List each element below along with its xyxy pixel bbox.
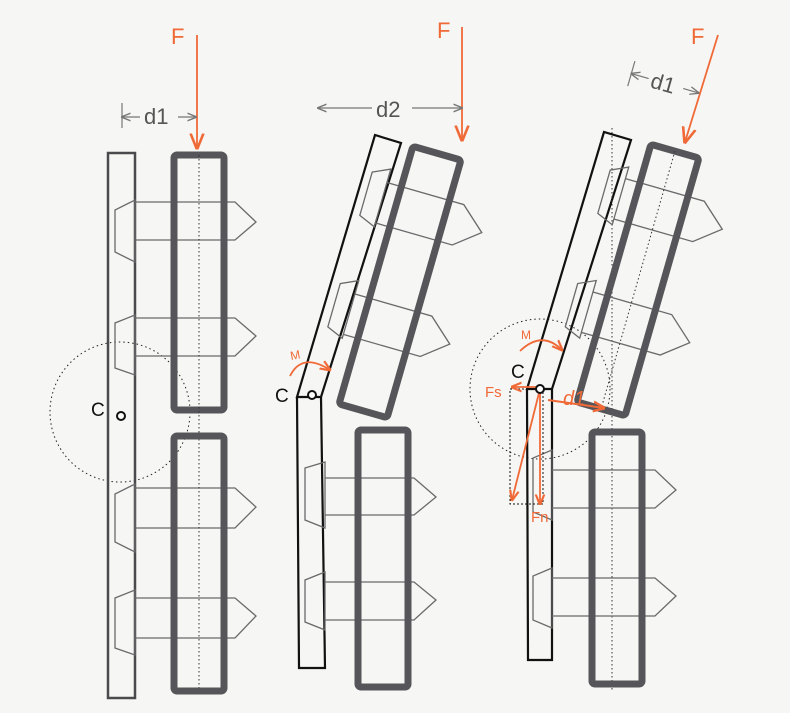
panel-straight: C F d1 — [49, 24, 257, 700]
thin-plate — [106, 151, 137, 700]
block-lower — [354, 426, 412, 691]
center-label: C — [91, 400, 105, 421]
force-arrow — [685, 34, 719, 142]
force-label: F — [437, 18, 450, 43]
inner-distance-arrow — [547, 399, 604, 408]
center-point — [535, 384, 545, 394]
moment-arrow — [289, 362, 330, 377]
center-point — [307, 390, 317, 400]
block-lower — [588, 428, 646, 688]
distance-label: d2 — [376, 97, 400, 122]
thin-plate-lower — [525, 388, 554, 662]
screw-upper — [114, 198, 257, 656]
center-label: C — [275, 386, 289, 407]
panel-bent: C M F d2 — [275, 18, 483, 691]
moment-label: M — [289, 347, 301, 363]
thin-plate-lower — [295, 396, 327, 670]
normal-label: Fn — [531, 509, 549, 526]
rotation-circle — [469, 318, 611, 460]
force-label: F — [691, 24, 704, 49]
moment-arrow — [519, 339, 562, 351]
force-label: F — [171, 24, 184, 49]
center-label: C — [511, 362, 525, 383]
force-box — [509, 388, 544, 505]
center-point — [116, 411, 126, 421]
block-upper — [336, 143, 464, 421]
moment-label: M — [521, 328, 531, 342]
distance-label: d1 — [144, 104, 168, 129]
block-lower — [170, 432, 228, 695]
inner-distance-label: d1 — [563, 388, 585, 410]
panel-bent-forces: C M Fs Fn d1 F d1 — [469, 24, 724, 690]
shear-label: Fs — [485, 384, 502, 401]
shear-arrow — [512, 388, 541, 500]
